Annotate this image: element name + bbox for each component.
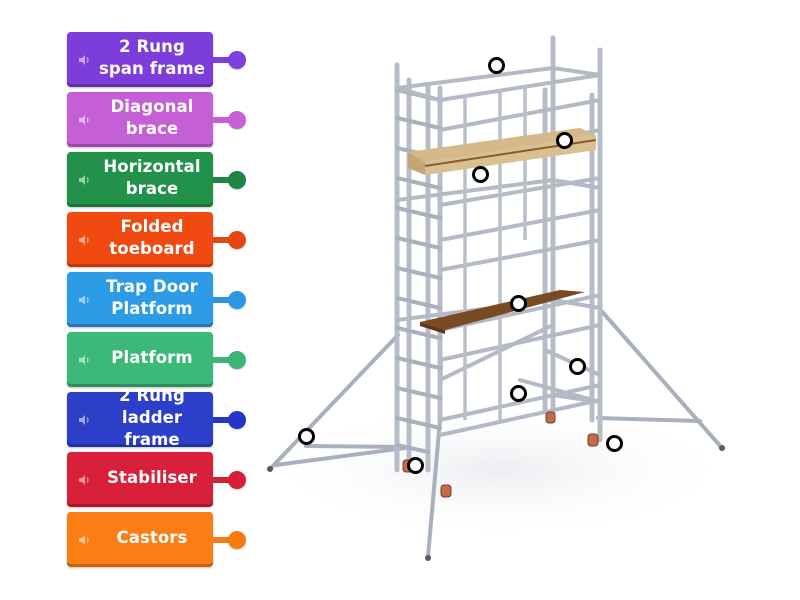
drag-handle-dot[interactable] — [228, 110, 246, 129]
hotspot-ring-icon[interactable] — [298, 428, 315, 445]
drag-handle-dot[interactable] — [228, 230, 246, 249]
label-row-castors: Castors — [0, 512, 260, 567]
label-row-stabiliser: Stabiliser — [0, 452, 260, 507]
connector-line — [213, 296, 231, 303]
label-text-content: Platform — [111, 348, 193, 367]
hotspot-ring-icon[interactable] — [488, 57, 505, 74]
label-text: Stabiliser — [93, 452, 211, 504]
speaker-icon[interactable] — [78, 354, 90, 366]
speaker-icon[interactable] — [78, 114, 90, 126]
hotspot-ring-icon[interactable] — [510, 295, 527, 312]
connector-line — [213, 56, 231, 63]
scaffold-tower-image — [255, 25, 745, 585]
drag-handle-dot[interactable] — [228, 290, 246, 309]
speaker-icon[interactable] — [78, 534, 90, 546]
connector-line — [213, 356, 231, 363]
connector-line — [213, 236, 231, 243]
hotspot-ring-icon[interactable] — [556, 132, 573, 149]
label-row-platform: Platform — [0, 332, 260, 387]
drag-handle-dot[interactable] — [228, 530, 246, 549]
label-castors[interactable]: Castors — [67, 512, 213, 567]
speaker-icon[interactable] — [78, 474, 90, 486]
drag-handle-dot[interactable] — [228, 410, 246, 429]
drag-handle-dot[interactable] — [228, 470, 246, 489]
label-text: Platform — [93, 332, 211, 384]
label-text-content: Castors — [116, 528, 188, 547]
drag-handle-dot[interactable] — [228, 50, 246, 69]
label-text: Castors — [93, 512, 211, 564]
drag-handle-dot[interactable] — [228, 350, 246, 369]
speaker-icon[interactable] — [78, 174, 90, 186]
label-text-content: Stabiliser — [107, 468, 197, 487]
connector-line — [213, 416, 231, 423]
hotspot-ring-icon[interactable] — [407, 457, 424, 474]
hotspot-ring-icon[interactable] — [569, 358, 586, 375]
drag-handle-dot[interactable] — [228, 170, 246, 189]
label-platform[interactable]: Platform — [67, 332, 213, 387]
connector-line — [213, 116, 231, 123]
hotspot-ring-icon[interactable] — [510, 385, 527, 402]
hotspot-ring-icon[interactable] — [472, 166, 489, 183]
speaker-icon[interactable] — [78, 414, 90, 426]
hotspot-ring-icon[interactable] — [606, 435, 623, 452]
connector-line — [213, 476, 231, 483]
connector-line — [213, 176, 231, 183]
speaker-icon[interactable] — [78, 294, 90, 306]
speaker-icon[interactable] — [78, 234, 90, 246]
speaker-icon[interactable] — [78, 54, 90, 66]
connector-line — [213, 536, 231, 543]
label-stabiliser[interactable]: Stabiliser — [67, 452, 213, 507]
